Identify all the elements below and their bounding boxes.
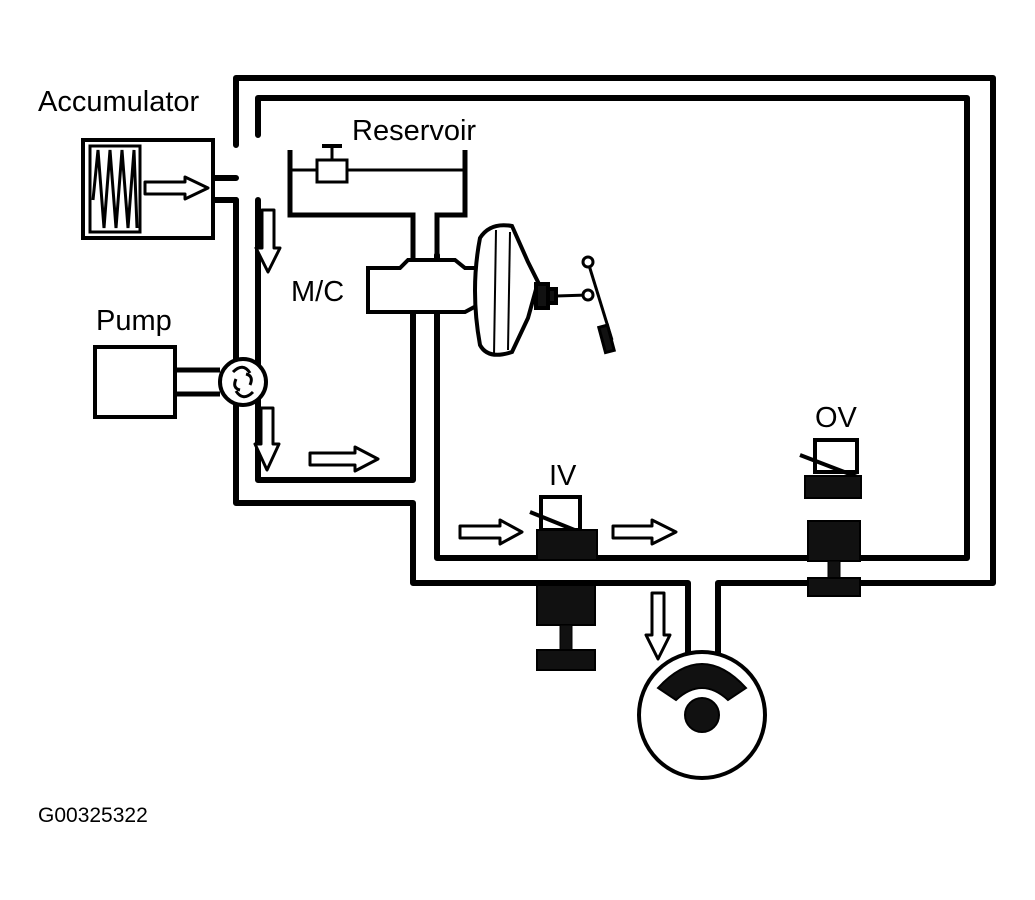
master-cylinder-label: M/C: [291, 276, 345, 308]
flow-arrow-icon: [611, 518, 678, 546]
pump-label: Pump: [96, 305, 172, 337]
flow-arrow-icon: [458, 518, 524, 546]
inlet-valve: [529, 495, 598, 671]
master-cylinder: [366, 258, 480, 314]
pump: [93, 345, 268, 419]
flow-arrow-icon: [308, 445, 380, 473]
flow-arrow-icon: [254, 208, 282, 274]
flow-arrow-icon: [253, 406, 281, 472]
outer-return-line: [233, 75, 996, 671]
reservoir-label: Reservoir: [352, 115, 477, 147]
outlet-valve-label: OV: [815, 402, 857, 434]
outlet-valve: [799, 438, 862, 597]
reservoir: [287, 144, 468, 265]
accumulator-label: Accumulator: [38, 86, 200, 118]
accumulator-spring: [91, 149, 139, 229]
flow-arrow-icon: [644, 591, 672, 661]
flow-arrow-icon: [143, 175, 210, 201]
brake-booster: [473, 223, 589, 357]
inlet-valve-label: IV: [549, 460, 577, 492]
accumulator-connection: [210, 175, 239, 203]
inner-pressure-line: [255, 95, 970, 561]
figure-id: G00325322: [38, 804, 148, 827]
brake-pedal: [581, 255, 617, 355]
wheel-brake: [637, 650, 767, 780]
